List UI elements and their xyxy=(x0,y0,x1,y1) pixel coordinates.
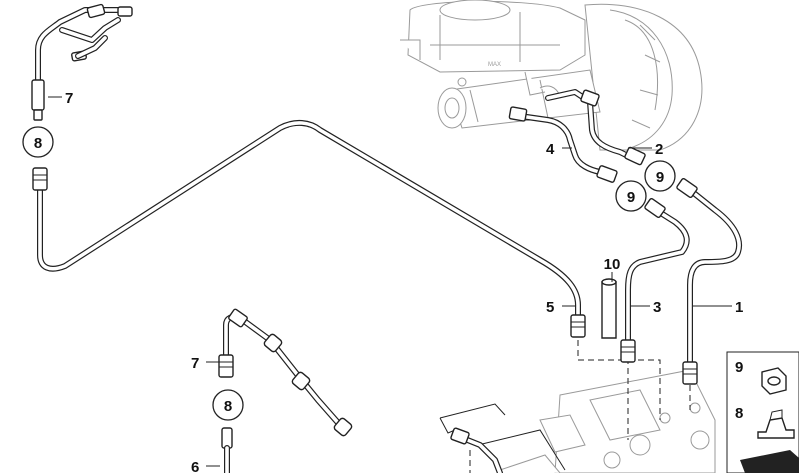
brake-booster xyxy=(584,3,703,151)
dashed-leaders xyxy=(469,340,691,473)
callout-circle-9-right xyxy=(644,160,676,192)
legend-box xyxy=(726,351,799,473)
fluid-reservoir: MAX xyxy=(400,0,586,73)
legend-part-8-icon xyxy=(757,409,795,439)
callout-circle-8-top xyxy=(22,126,54,158)
pipe-7-top xyxy=(31,3,133,121)
callout-2: 2 xyxy=(655,141,663,158)
master-cylinder xyxy=(437,69,601,129)
pipe-3 xyxy=(620,198,690,363)
legend-callout-9: 9 xyxy=(735,359,743,376)
svg-text:MAX: MAX xyxy=(488,62,501,68)
brake-hose-bottom xyxy=(218,308,353,473)
bottom-bracket-fitting xyxy=(450,427,503,473)
callout-7-bottom: 7 xyxy=(191,355,199,372)
legend-part-9-icon xyxy=(761,367,787,395)
callout-leaders xyxy=(48,96,732,467)
pipe-2 xyxy=(545,89,646,166)
pipe-5 xyxy=(32,120,586,338)
pipe-1 xyxy=(676,178,742,385)
part-10-sleeve xyxy=(601,278,617,339)
callout-3: 3 xyxy=(653,299,661,316)
legend-callout-8: 8 xyxy=(735,405,743,422)
callout-circle-8-bottom xyxy=(212,389,244,421)
callout-6: 6 xyxy=(191,459,199,473)
callout-9-mid: 9 xyxy=(627,189,635,206)
callout-8-top: 8 xyxy=(34,135,42,152)
hydraulic-unit xyxy=(499,369,716,473)
callout-10: 10 xyxy=(604,256,621,273)
pipe-4 xyxy=(508,106,618,183)
callout-8-bottom: 8 xyxy=(224,398,232,415)
callout-7-top: 7 xyxy=(65,90,73,107)
callout-9-right: 9 xyxy=(656,169,664,186)
callout-1: 1 xyxy=(735,299,743,316)
legend-arrow xyxy=(740,450,799,473)
callout-5: 5 xyxy=(546,299,554,316)
callout-4: 4 xyxy=(546,141,555,158)
callout-circle-9-mid xyxy=(615,180,647,212)
